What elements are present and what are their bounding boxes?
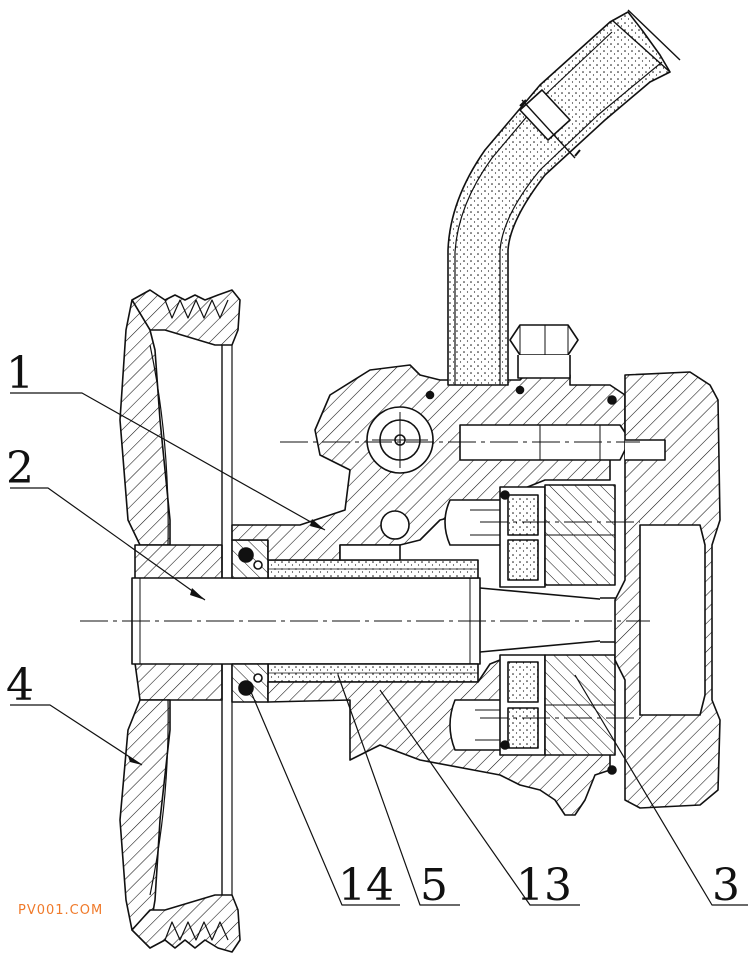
inlet-tube — [447, 9, 681, 386]
leader-1 — [10, 392, 326, 531]
rear-cover — [614, 371, 721, 809]
callout-3: 3 — [712, 860, 740, 911]
pulley — [119, 289, 241, 953]
leader-lines — [10, 392, 748, 906]
leader-14 — [247, 684, 400, 906]
callout-1: 1 — [6, 348, 34, 399]
leader-5 — [337, 674, 460, 906]
leader-4 — [10, 704, 143, 766]
callout-2: 2 — [6, 443, 34, 494]
watermark: PV001.COM — [18, 903, 103, 918]
leader-13 — [379, 689, 580, 906]
callout-14: 14 — [338, 860, 394, 911]
callout-5: 5 — [420, 860, 448, 911]
leader-3 — [574, 674, 748, 906]
callout-4: 4 — [6, 660, 34, 711]
leader-2 — [10, 487, 206, 601]
center-lines — [80, 441, 650, 719]
pump-housing — [231, 364, 631, 816]
shaft-seal — [231, 539, 269, 703]
callout-13: 13 — [516, 860, 572, 911]
callout-labels: 1 2 4 14 5 13 3 — [6, 348, 740, 911]
